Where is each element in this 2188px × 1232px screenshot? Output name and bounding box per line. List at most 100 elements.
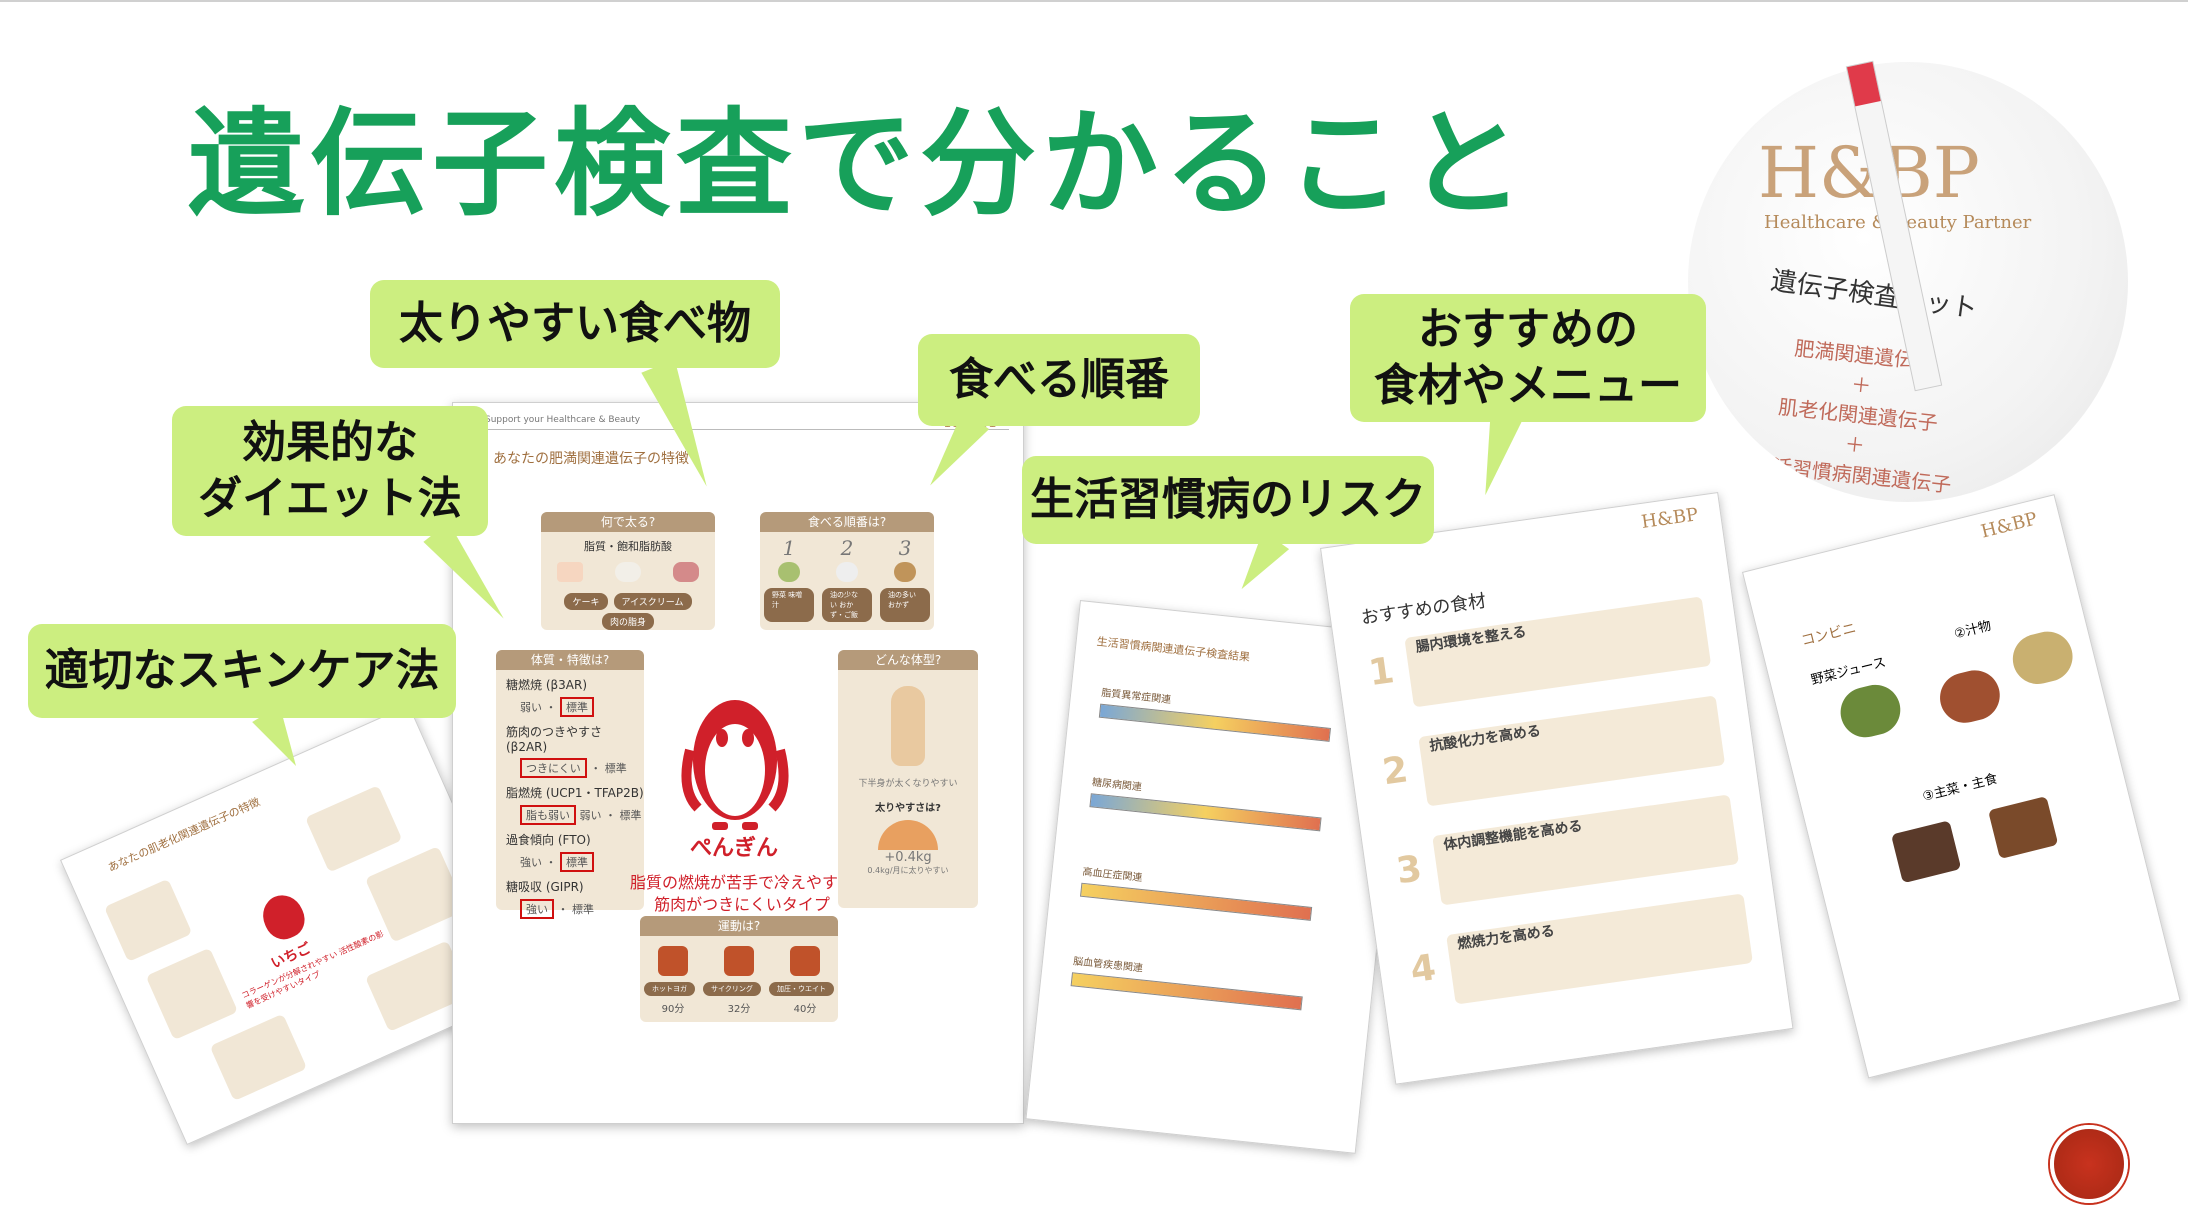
ice-cream-icon	[615, 562, 641, 582]
order-number: 3	[898, 536, 912, 560]
exercise-card: 運動は? ホットヨガ サイクリング 加圧・ウエイト 90分 32分 40分	[640, 916, 838, 1022]
trait-selected: つきにくい	[520, 758, 587, 778]
body-type-desc-line: 脂質の燃焼が苦手で冷えやすく	[630, 873, 855, 892]
eat-order-card: 食べる順番は? 1 2 3 野菜 味噌汁 油の少ない おかず・ご飯 油の多い お…	[760, 512, 934, 630]
risk-section-label: 高血圧症関連	[1081, 866, 1143, 885]
food-pill: ケーキ	[564, 593, 608, 610]
exercise-times: 90分 32分 40分	[640, 1000, 838, 1015]
eat-order-labels: 野菜 味噌汁 油の少ない おかず・ご飯 油の多い おかず	[760, 588, 934, 622]
bubble-text: おすすめの	[1418, 304, 1638, 355]
risk-bar	[1089, 793, 1322, 832]
skincare-type-desc: コラーゲンが分解されやすい 活性酸素の影響を受けやすいタイプ	[240, 929, 386, 1011]
eat-order-images	[760, 562, 934, 582]
skincare-card	[145, 947, 239, 1041]
rice-icon	[836, 562, 858, 582]
body-shape-desc: 下半身が太くなりやすい	[858, 779, 958, 789]
risk-bar	[1098, 703, 1332, 742]
bento-photo	[1988, 796, 2059, 860]
doc-logo: H&BP	[1978, 508, 2040, 543]
risk-section-label: 脳血管疾患関連	[1072, 956, 1144, 975]
bubble-text: 食べる順番	[949, 354, 1169, 405]
cake-icon	[557, 562, 583, 582]
body-shape-card: どんな体型? 下半身が太くなりやすい 太りやすさは? +0.4kg 0.4kg/…	[838, 650, 978, 908]
trait-label: 脂燃焼 (UCP1・TFAP2B)	[506, 786, 644, 800]
exercise-pill: 加圧・ウエイト	[768, 982, 834, 996]
skincare-card	[209, 1013, 308, 1102]
section-number: 2	[1380, 749, 1411, 794]
food-section: 燃焼力を高める	[1446, 893, 1753, 1005]
skincare-card	[103, 878, 193, 962]
what-fat-subtitle: 脂質・飽和脂肪酸	[584, 540, 672, 553]
bubble-text: 太りやすい食べ物	[399, 298, 751, 349]
food-pill: アイスクリーム	[613, 593, 692, 610]
miso-photo	[2007, 626, 2078, 690]
weight-icon	[790, 946, 820, 976]
order-pill: 油の多い おかず	[880, 588, 930, 622]
eat-order-numbers: 1 2 3	[760, 536, 934, 560]
trait-label: 筋肉のつきやすさ (β2AR)	[506, 725, 603, 754]
body-shape-title: どんな体型?	[838, 650, 978, 670]
section-number: 3	[1393, 848, 1425, 893]
kit-name: 遺伝子検査キット	[1768, 265, 1980, 325]
what-fat-card: 何で太る? 脂質・飽和脂肪酸 ケーキアイスクリーム肉の脂身	[541, 512, 715, 630]
salad-photo	[1835, 679, 1906, 743]
exercise-time: 40分	[793, 1004, 817, 1015]
doc-header: Support your Healthcare & Beauty	[467, 403, 1009, 430]
body-type-desc-line: 筋肉がつきにくいタイプ	[654, 895, 830, 914]
what-fat-title: 何で太る?	[541, 512, 715, 532]
trait-options: 脂も弱い 弱い ・ 標準	[520, 805, 644, 825]
trait-options: つきにくい ・ 標準	[520, 758, 644, 778]
traits-card: 体質・特徴は? 糖燃焼 (β3AR) 弱い ・ 標準 筋肉のつきやすさ (β2A…	[496, 650, 644, 919]
brand-seal-badge	[2050, 1125, 2128, 1203]
bubble-skincare-method: 適切なスキンケア法	[28, 624, 456, 718]
exercise-title: 運動は?	[640, 916, 838, 936]
what-fat-labels: ケーキアイスクリーム肉の脂身	[541, 590, 715, 630]
section-number: 1	[1366, 650, 1397, 695]
bubble-recommended-menu: おすすめの 食材やメニュー	[1350, 294, 1706, 422]
vegetable-icon	[778, 562, 800, 582]
soup-photo	[1934, 665, 2006, 729]
conv-heading: コンビニ	[1799, 620, 1858, 650]
food-section-title: 腸内環境を整える	[1414, 624, 1528, 656]
bubble-text: 適切なスキンケア法	[44, 645, 440, 696]
exercise-pill: ホットヨガ	[644, 982, 696, 996]
strawberry-icon	[256, 888, 311, 946]
trait-label: 糖燃焼 (β3AR)	[506, 678, 588, 692]
food-section-title: 燃焼力を高める	[1456, 923, 1556, 953]
doc-logo: H&BP	[1640, 504, 1700, 533]
risk-section-label: 脂質異常症関連	[1100, 687, 1172, 707]
food-section-title: 抗酸化力を高める	[1428, 723, 1542, 755]
eat-order-title: 食べる順番は?	[760, 512, 934, 532]
body-type-name: ぺんぎん	[690, 836, 779, 861]
doc-heading: あなたの肥満関連遺伝子の特徴	[493, 451, 689, 467]
traits-title: 体質・特徴は?	[496, 650, 644, 670]
food-section: 抗酸化力を高める	[1418, 695, 1726, 807]
bubble-text: ダイエット法	[198, 473, 462, 524]
trait-options: 強い ・ 標準	[520, 852, 644, 872]
test-kit-photo: H&BP Healthcare & Beauty Partner 遺伝子検査キッ…	[1688, 62, 2128, 502]
food-pill: 肉の脂身	[601, 613, 654, 630]
meat-icon	[673, 562, 699, 582]
risk-bar	[1079, 882, 1313, 921]
order-number: 1	[782, 536, 796, 560]
section-number: 4	[1407, 947, 1439, 992]
risk-section-label: 糖尿病関連	[1091, 777, 1143, 794]
yoga-icon	[658, 946, 688, 976]
penguin-icon	[681, 700, 789, 830]
bubble-diet-method: 効果的な ダイエット法	[172, 406, 488, 536]
convenience-menu-doc: H&BP コンビニ 野菜ジュース ②汁物 ③主菜・主食	[1742, 494, 2181, 1079]
trait-label: 過食傾向 (FTO)	[506, 833, 591, 847]
slide-title: 遺伝子検査で分かること	[188, 97, 1530, 232]
recommended-food-doc: H&BP おすすめの食材 1 腸内環境を整える 2 抗酸化力を高める 3 体内調…	[1320, 492, 1794, 1085]
top-divider	[0, 0, 2188, 2]
order-number: 2	[840, 536, 854, 560]
order-pill: 野菜 味噌汁	[764, 588, 814, 622]
bubble-lifestyle-disease-risk: 生活習慣病のリスク	[1022, 456, 1434, 544]
ease-title: 太りやすさは?	[875, 803, 941, 814]
trait-selected: 標準	[560, 697, 594, 717]
food-section: 体内調整機能を高める	[1432, 794, 1740, 906]
ease-value: +0.4kg	[884, 850, 932, 865]
bubble-fattening-foods: 太りやすい食べ物	[370, 280, 780, 368]
what-fat-images	[541, 562, 715, 582]
trait-options: 弱い ・ 標準	[520, 697, 644, 717]
